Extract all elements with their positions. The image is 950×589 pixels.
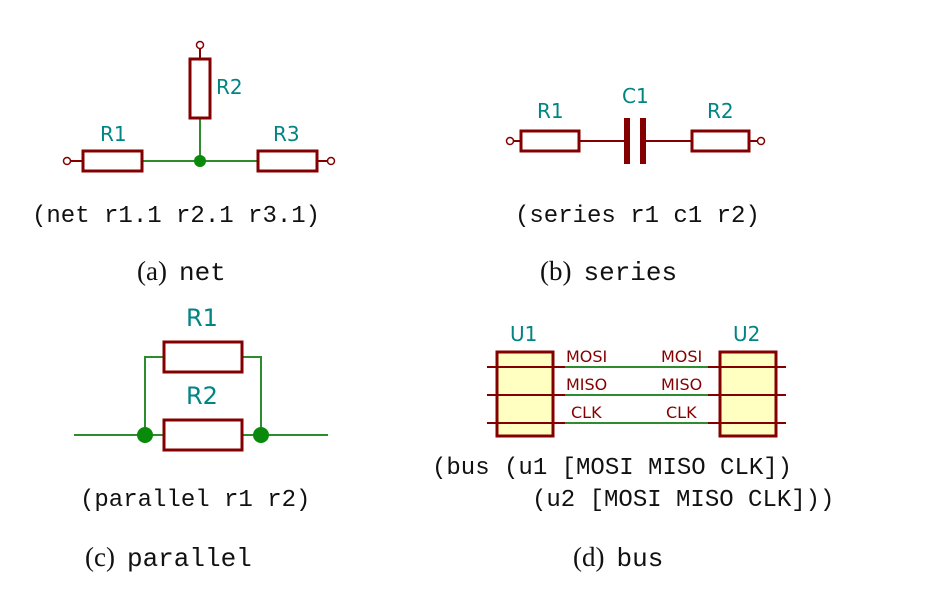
- caption-b-letter: (b): [540, 256, 571, 286]
- capacitor-c1: [624, 118, 646, 164]
- caption-c-letter: (c): [85, 542, 115, 572]
- caption-a-letter: (a): [137, 256, 167, 286]
- u1-signal-clk: CLK: [571, 403, 602, 422]
- caption-d: (d) bus: [573, 542, 663, 574]
- panel-a: R1 R2 R3 (net r1.1 r2.1 r3.1) (a) net: [32, 40, 336, 288]
- series-r2-label: R2: [707, 99, 734, 123]
- resistor-r2: [188, 40, 212, 120]
- caption-b-word: series: [583, 258, 677, 288]
- panel-b: R1 C1 R2 (series r1 c1 r2) (b) series: [505, 84, 766, 288]
- r3-label: R3: [273, 122, 300, 146]
- series-resistor-r2: [690, 129, 766, 153]
- u1-signal-mosi: MOSI: [566, 347, 607, 366]
- code-bus-line2: (u2 [MOSI MISO CLK])): [532, 487, 834, 514]
- u2-signal-clk: CLK: [666, 403, 697, 422]
- caption-a: (a) net: [137, 256, 226, 288]
- series-resistor-r1: [505, 129, 581, 153]
- c1-label: C1: [622, 84, 649, 108]
- code-bus-line1: (bus (u1 [MOSI MISO CLK]): [432, 455, 792, 482]
- panel-d: U1 U2 MOSI MISO CLK MOSI MISO CLK (bus (…: [432, 322, 834, 574]
- code-parallel: (parallel r1 r2): [80, 487, 310, 514]
- r2-label: R2: [216, 75, 243, 99]
- parallel-resistor-r1: [162, 340, 244, 374]
- code-series: (series r1 c1 r2): [515, 203, 760, 230]
- u2-signal-mosi: MOSI: [661, 347, 702, 366]
- u1-label: U1: [510, 322, 537, 346]
- caption-c-word: parallel: [127, 544, 252, 574]
- u2-signal-miso: MISO: [661, 375, 702, 394]
- resistor-r3: [256, 149, 336, 173]
- caption-b: (b) series: [540, 256, 677, 288]
- code-net: (net r1.1 r2.1 r3.1): [32, 203, 320, 230]
- series-r1-label: R1: [537, 99, 564, 123]
- parallel-junction-right: [253, 427, 269, 443]
- caption-d-letter: (d): [573, 542, 604, 572]
- caption-c: (c) parallel: [85, 542, 252, 574]
- r1-label: R1: [100, 122, 127, 146]
- caption-d-word: bus: [616, 544, 663, 574]
- parallel-branch-left: [144, 356, 164, 435]
- caption-a-word: net: [179, 258, 226, 288]
- u1-signal-miso: MISO: [566, 375, 607, 394]
- parallel-r1-label: R1: [186, 304, 218, 332]
- resistor-r1: [62, 149, 144, 173]
- panel-c: R1 R2 (parallel r1 r2) (c) parallel: [74, 304, 328, 574]
- net-junction: [194, 155, 206, 167]
- parallel-resistor-r2: [162, 418, 244, 452]
- parallel-branch-right: [242, 356, 262, 435]
- parallel-r2-label: R2: [186, 382, 218, 410]
- u2-label: U2: [733, 322, 760, 346]
- parallel-junction-left: [137, 427, 153, 443]
